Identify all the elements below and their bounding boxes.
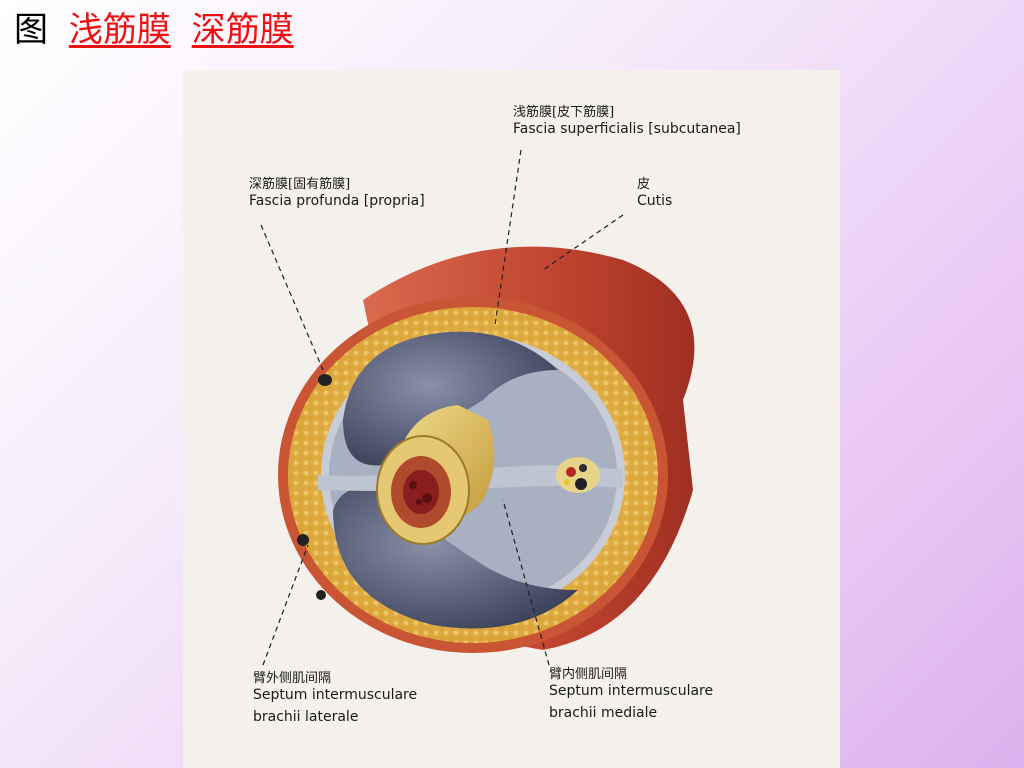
label-lateral-septum: 臂外侧肌间隔 Septum intermusculare brachii lat…	[253, 671, 418, 726]
arm-cross-section-illustration	[183, 70, 840, 768]
bone-marrow	[403, 470, 439, 514]
cut-face	[278, 297, 668, 653]
label-superficial-fascia: 浅筋膜[皮下筋膜] Fascia superficialis [subcutan…	[513, 105, 741, 137]
label-deep-fascia: 深筋膜[固有筋膜] Fascia profunda [propria]	[249, 177, 425, 209]
anterior-compartment	[343, 331, 558, 466]
humerus	[376, 405, 495, 545]
arm-cross-section-figure: 浅筋膜[皮下筋膜] Fascia superficialis [subcutan…	[183, 70, 840, 768]
title-prefix: 图	[14, 10, 48, 50]
leader-lines	[260, 149, 624, 666]
lateral-vessel	[297, 534, 309, 546]
neurovascular-bundle	[556, 457, 600, 493]
label-medial-septum: 臂内侧肌间隔 Septum intermusculare brachii med…	[549, 667, 714, 722]
label-skin: 皮 Cutis	[637, 177, 673, 209]
cephalic-vessel	[318, 374, 332, 386]
title-link-deep-fascia[interactable]: 深筋膜	[191, 10, 294, 50]
title-link-superficial-fascia[interactable]: 浅筋膜	[68, 10, 171, 50]
slide-title: 图 浅筋膜 深筋膜	[14, 8, 294, 52]
